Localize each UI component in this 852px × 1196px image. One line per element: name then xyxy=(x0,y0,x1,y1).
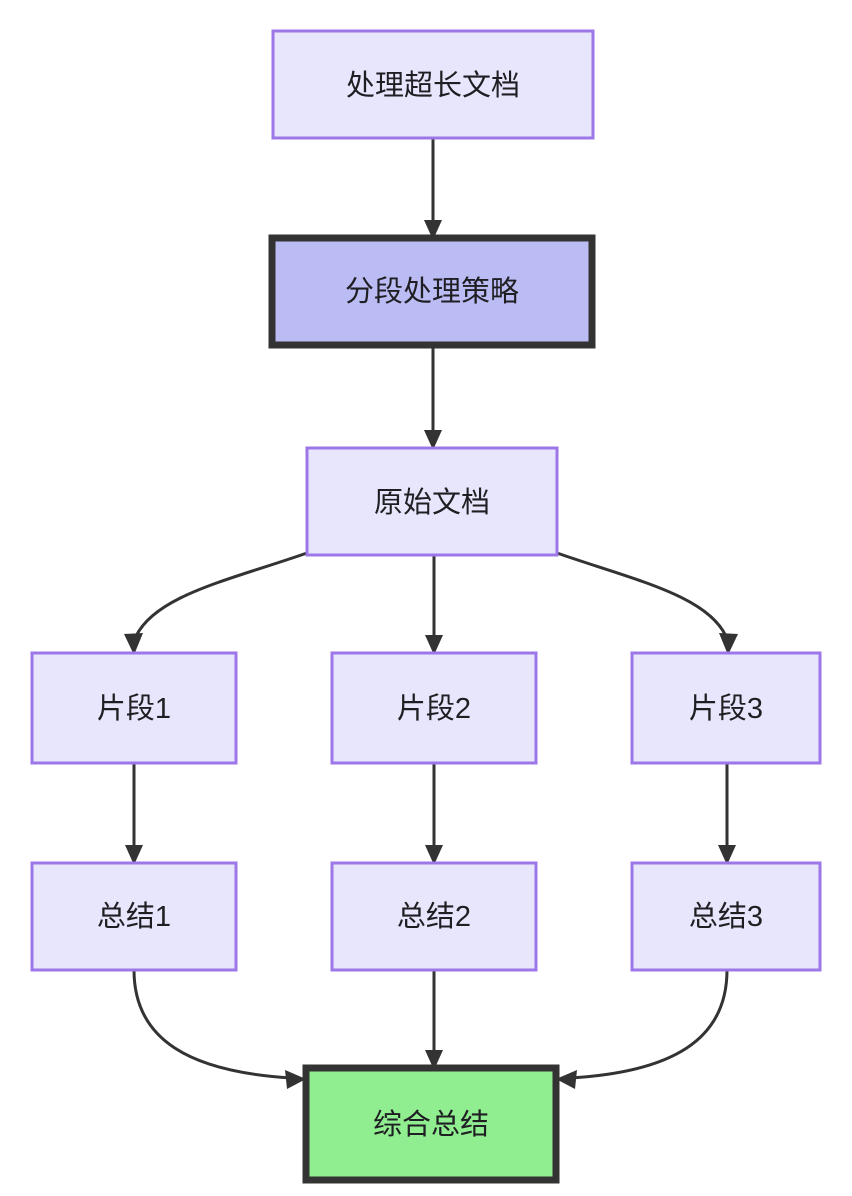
node-label: 综合总结 xyxy=(373,1108,489,1141)
edge-line xyxy=(132,551,308,642)
arrowhead-icon xyxy=(556,1070,577,1089)
node-shape[interactable] xyxy=(630,861,822,972)
edge-chunk3-to-summary3 xyxy=(718,763,736,865)
edge-long-doc-to-strategy xyxy=(424,138,442,240)
arrowhead-icon xyxy=(285,1070,306,1089)
arrowhead-icon xyxy=(425,635,443,655)
node-label: 分段处理策略 xyxy=(345,275,519,308)
arrowhead-icon xyxy=(125,845,143,865)
node-layer: 处理超长文档 分段处理策略 原始文档 片段1 片段2 片段3 xyxy=(30,29,822,1184)
node-shape[interactable] xyxy=(302,1064,560,1184)
edge-summary2-to-final xyxy=(425,970,443,1070)
arrowhead-icon xyxy=(424,220,442,240)
node-label: 片段3 xyxy=(689,692,763,725)
node-summary2[interactable]: 总结2 xyxy=(330,861,538,972)
edge-source-doc-to-chunk1 xyxy=(124,551,308,655)
edge-chunk2-to-summary2 xyxy=(425,763,443,865)
edge-source-doc-to-chunk3 xyxy=(556,551,738,655)
edge-summary1-to-final xyxy=(132,969,306,1089)
node-chunk3[interactable]: 片段3 xyxy=(630,651,822,765)
node-shape[interactable] xyxy=(271,29,595,140)
node-label: 片段2 xyxy=(397,692,471,725)
arrowhead-icon xyxy=(425,845,443,865)
node-strategy[interactable]: 分段处理策略 xyxy=(268,234,596,349)
node-shape[interactable] xyxy=(330,861,538,972)
node-label: 片段1 xyxy=(97,692,171,725)
node-chunk2[interactable]: 片段2 xyxy=(330,651,538,765)
edge-summary3-to-final xyxy=(556,969,729,1089)
node-shape[interactable] xyxy=(30,651,238,765)
node-chunk1[interactable]: 片段1 xyxy=(30,651,238,765)
node-label: 处理超长文档 xyxy=(346,69,520,102)
edge-line xyxy=(569,969,729,1080)
edge-chunk1-to-summary1 xyxy=(125,763,143,865)
edge-strategy-to-source-doc xyxy=(424,348,442,450)
node-shape[interactable] xyxy=(268,234,596,349)
arrowhead-icon xyxy=(718,845,736,865)
edge-line xyxy=(556,551,730,642)
node-label: 总结3 xyxy=(689,900,763,933)
node-source-doc[interactable]: 原始文档 xyxy=(305,446,559,557)
node-shape[interactable] xyxy=(305,446,559,557)
edge-layer xyxy=(124,138,738,1089)
node-label: 原始文档 xyxy=(374,486,490,519)
node-shape[interactable] xyxy=(630,651,822,765)
arrowhead-icon xyxy=(424,430,442,450)
node-shape[interactable] xyxy=(30,861,238,972)
node-label: 总结2 xyxy=(397,900,471,933)
node-summary1[interactable]: 总结1 xyxy=(30,861,238,972)
node-shape[interactable] xyxy=(330,651,538,765)
arrowhead-icon xyxy=(719,633,738,655)
edge-line xyxy=(132,969,293,1080)
edge-source-doc-to-chunk2 xyxy=(425,555,443,655)
arrowhead-icon xyxy=(425,1050,443,1070)
node-summary3[interactable]: 总结3 xyxy=(630,861,822,972)
node-label: 总结1 xyxy=(97,900,171,933)
node-final-summary[interactable]: 综合总结 xyxy=(302,1064,560,1184)
node-long-doc[interactable]: 处理超长文档 xyxy=(271,29,595,140)
arrowhead-icon xyxy=(124,633,143,655)
